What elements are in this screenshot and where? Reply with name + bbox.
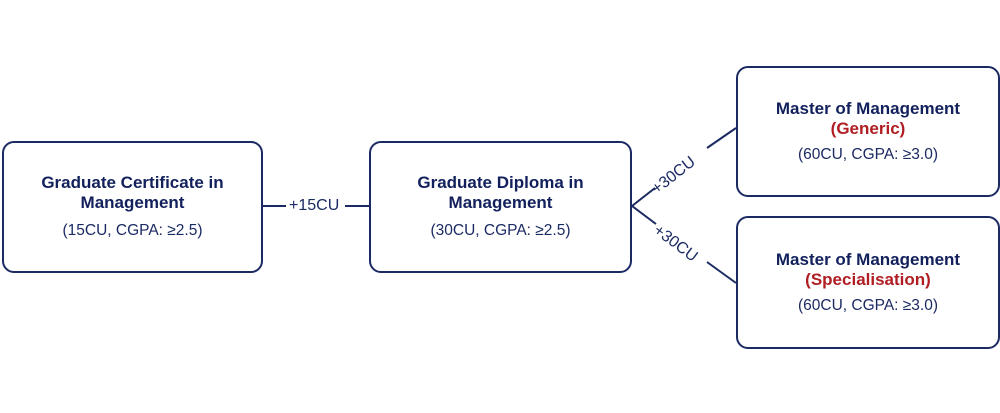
master-specialisation-title: Master of Management	[775, 249, 961, 269]
certificate-requirements: (15CU, CGPA: ≥2.5)	[62, 222, 203, 239]
graduate-diploma-box: Graduate Diploma in Management (30CU, CG…	[369, 141, 632, 273]
connector-diploma-generic-upper	[706, 127, 737, 149]
master-generic-requirements: (60CU, CGPA: ≥3.0)	[797, 145, 938, 163]
master-specialisation-requirements: (60CU, CGPA: ≥3.0)	[797, 296, 938, 314]
connector-diploma-spec-lower	[706, 261, 737, 284]
certificate-title-line2: Management	[80, 193, 185, 212]
diploma-title-line2: Management	[448, 193, 553, 212]
master-specialisation-variant: (Specialisation)	[805, 269, 931, 289]
connector-diploma-spec-upper	[631, 205, 657, 225]
connector-diploma-generic-lower	[631, 187, 656, 207]
diploma-requirements: (30CU, CGPA: ≥2.5)	[430, 222, 571, 239]
graduate-certificate-box: Graduate Certificate in Management (15CU…	[2, 141, 263, 273]
master-specialisation-box: Master of Management (Specialisation) (6…	[736, 216, 1000, 349]
diploma-title-line1: Graduate Diploma in	[417, 173, 584, 192]
master-generic-box: Master of Management (Generic) (60CU, CG…	[736, 66, 1000, 197]
master-generic-title: Master of Management	[775, 98, 961, 118]
certificate-title-line1: Graduate Certificate in	[41, 173, 224, 192]
master-generic-variant: (Generic)	[830, 118, 906, 138]
edge-label-cert-to-diploma: +15CU	[287, 196, 342, 216]
